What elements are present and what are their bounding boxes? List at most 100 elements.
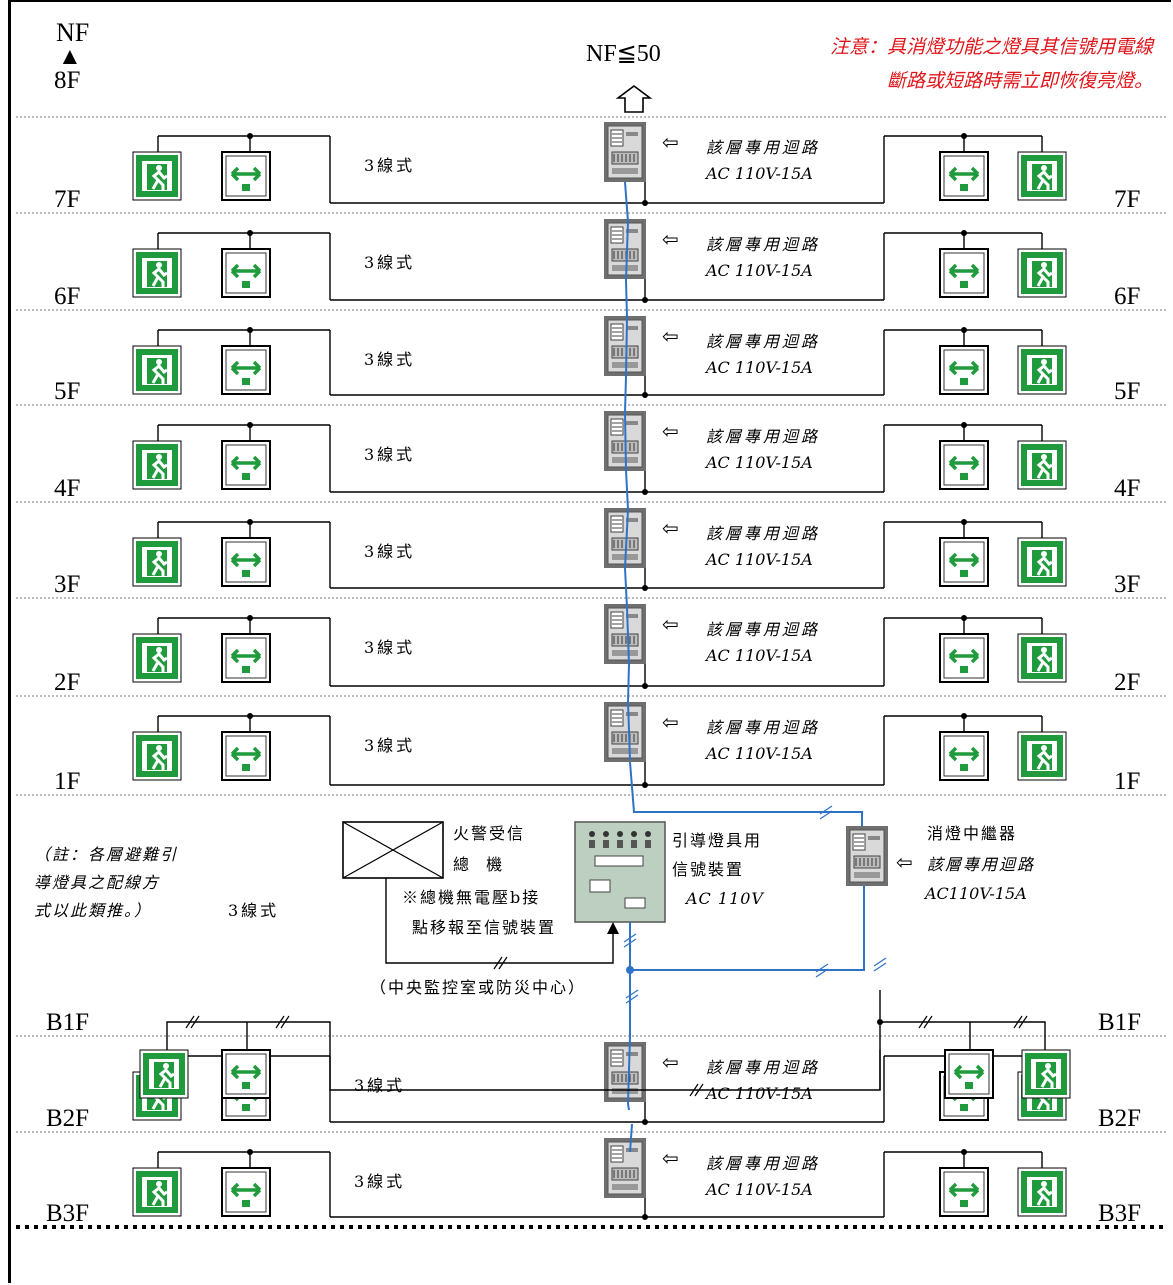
left-arrow-icon: ⇦ bbox=[662, 130, 679, 154]
exit-sign-icon bbox=[1016, 632, 1068, 684]
junction-dot bbox=[961, 519, 967, 525]
rating-label-b3f: AC 110V-15A bbox=[706, 1180, 813, 1199]
floor-label-right-7f: 7F bbox=[1114, 186, 1141, 213]
distribution-box-icon bbox=[603, 1137, 647, 1199]
wire-tick bbox=[815, 963, 829, 973]
signal-riser-segment bbox=[624, 567, 628, 609]
junction-dot bbox=[961, 422, 967, 428]
signal-b2-riser bbox=[627, 1035, 631, 1105]
direction-sign-icon bbox=[220, 632, 272, 684]
signal-riser-segment bbox=[625, 279, 628, 319]
device-label-icon bbox=[589, 879, 611, 893]
signal-riser-segment bbox=[627, 663, 630, 703]
remark-note: （註：各層避難引 導燈具之配線方 式以此類推。） bbox=[34, 841, 178, 925]
direction-sign-icon bbox=[220, 247, 272, 299]
signal-b3-riser bbox=[629, 1123, 633, 1153]
left-arrow-icon: ⇦ bbox=[662, 1146, 679, 1170]
wire-tick bbox=[873, 957, 887, 967]
exit-sign-icon bbox=[131, 247, 183, 299]
direction-sign-icon bbox=[220, 730, 272, 782]
floor-label-right-b1f: B1F bbox=[1098, 1009, 1142, 1036]
fire-panel-line-2: 總 機 bbox=[453, 855, 509, 874]
signal-riser-segment bbox=[624, 375, 627, 415]
three-wire-label-3f: 3線式 bbox=[364, 542, 416, 561]
direction-sign-icon bbox=[220, 1048, 272, 1100]
junction-dot bbox=[247, 327, 253, 333]
exit-sign-icon bbox=[131, 536, 183, 588]
device-plate-icon bbox=[594, 855, 644, 867]
exit-sign-icon bbox=[1016, 439, 1068, 491]
direction-sign-icon bbox=[220, 439, 272, 491]
wire-tick bbox=[819, 810, 833, 820]
rating-label-6f: AC 110V-15A bbox=[706, 261, 813, 280]
wire-tick bbox=[873, 962, 887, 972]
relay-arrow-icon: ⇦ bbox=[896, 850, 913, 874]
wire-tick bbox=[625, 989, 639, 999]
junction-dot bbox=[247, 230, 253, 236]
direction-sign-icon bbox=[220, 536, 272, 588]
wire-tick bbox=[625, 994, 639, 1004]
switch-icon bbox=[603, 840, 609, 848]
fire-panel-wire bbox=[385, 878, 614, 964]
wire-tick bbox=[1013, 1015, 1023, 1029]
signal-device-rating: AC 110V bbox=[686, 889, 764, 908]
diagram-frame bbox=[8, 0, 1171, 1283]
exit-sign-icon bbox=[1016, 730, 1068, 782]
dedicated-circuit-label-6f: 該層專用迴路 bbox=[706, 235, 821, 254]
signal-device-line-2: 信號裝置 bbox=[672, 860, 745, 879]
wire-tick bbox=[689, 1083, 699, 1097]
distribution-box-icon bbox=[845, 825, 889, 887]
remark-line-2: 導燈具之配線方 bbox=[34, 873, 161, 892]
relay-title: 消燈中繼器 bbox=[927, 824, 1018, 843]
floor-label-left-1f: 1F bbox=[54, 768, 81, 795]
signal-riser-segment bbox=[625, 317, 628, 377]
exit-sign-icon bbox=[1016, 344, 1068, 396]
switch-icon bbox=[631, 840, 637, 848]
signal-device-icon bbox=[574, 821, 666, 923]
junction-dot bbox=[247, 615, 253, 621]
rating-label-4f: AC 110V-15A bbox=[706, 453, 813, 472]
relay-rating: AC110V-15A bbox=[925, 884, 1027, 903]
rating-label-7f: AC 110V-15A bbox=[706, 164, 813, 183]
junction-dot bbox=[247, 1149, 253, 1155]
floor-label-right-b3f: B3F bbox=[1098, 1200, 1142, 1227]
signal-riser-segment bbox=[627, 701, 631, 761]
floor-label-left-5f: 5F bbox=[54, 378, 81, 405]
dedicated-circuit-label-4f: 該層專用迴路 bbox=[706, 427, 821, 446]
left-arrow-icon: ⇦ bbox=[662, 710, 679, 734]
indicator-lamp-icon bbox=[645, 831, 651, 837]
left-arrow-icon: ⇦ bbox=[662, 419, 679, 443]
exit-sign-icon bbox=[131, 344, 183, 396]
relay-circuit: 該層專用迴路 bbox=[927, 855, 1036, 874]
floor-label-left-b1f: B1F bbox=[46, 1009, 90, 1036]
dedicated-circuit-label-5f: 該層專用迴路 bbox=[706, 332, 821, 351]
three-wire-label-7f: 3線式 bbox=[364, 156, 416, 175]
signal-device-line-1: 引導燈具用 bbox=[672, 831, 763, 850]
wire-tick bbox=[185, 1015, 195, 1029]
three-wire-label-4f: 3線式 bbox=[364, 445, 416, 464]
floor-label-right-b2f: B2F bbox=[1098, 1105, 1142, 1132]
exit-sign-icon bbox=[1016, 536, 1068, 588]
junction-dot bbox=[961, 713, 967, 719]
wire-tick bbox=[918, 1015, 928, 1029]
junction-dot bbox=[247, 422, 253, 428]
switch-icon bbox=[645, 840, 651, 848]
wire-tick bbox=[694, 1083, 704, 1097]
distribution-box-icon bbox=[603, 1041, 647, 1103]
three-wire-label-b2f: 3線式 bbox=[354, 1076, 406, 1095]
nf-label: NF bbox=[56, 18, 90, 47]
signal-to-relay bbox=[629, 761, 863, 832]
exit-sign-icon bbox=[131, 730, 183, 782]
signal-riser-segment bbox=[625, 221, 629, 281]
signal-riser-segment bbox=[624, 413, 627, 471]
distribution-box-icon bbox=[603, 603, 647, 665]
wire-tick bbox=[275, 1015, 285, 1029]
indicator-lamp-icon bbox=[603, 831, 609, 837]
signal-riser-segment bbox=[624, 181, 629, 223]
b1f-three-wire-label: 3線式 bbox=[228, 901, 280, 920]
indicator-lamp-icon bbox=[589, 831, 595, 837]
junction-dot bbox=[961, 327, 967, 333]
junction-dot bbox=[247, 713, 253, 719]
floor-label-left-2f: 2F bbox=[54, 669, 81, 696]
fire-panel-line-1: 火警受信 bbox=[453, 824, 526, 843]
